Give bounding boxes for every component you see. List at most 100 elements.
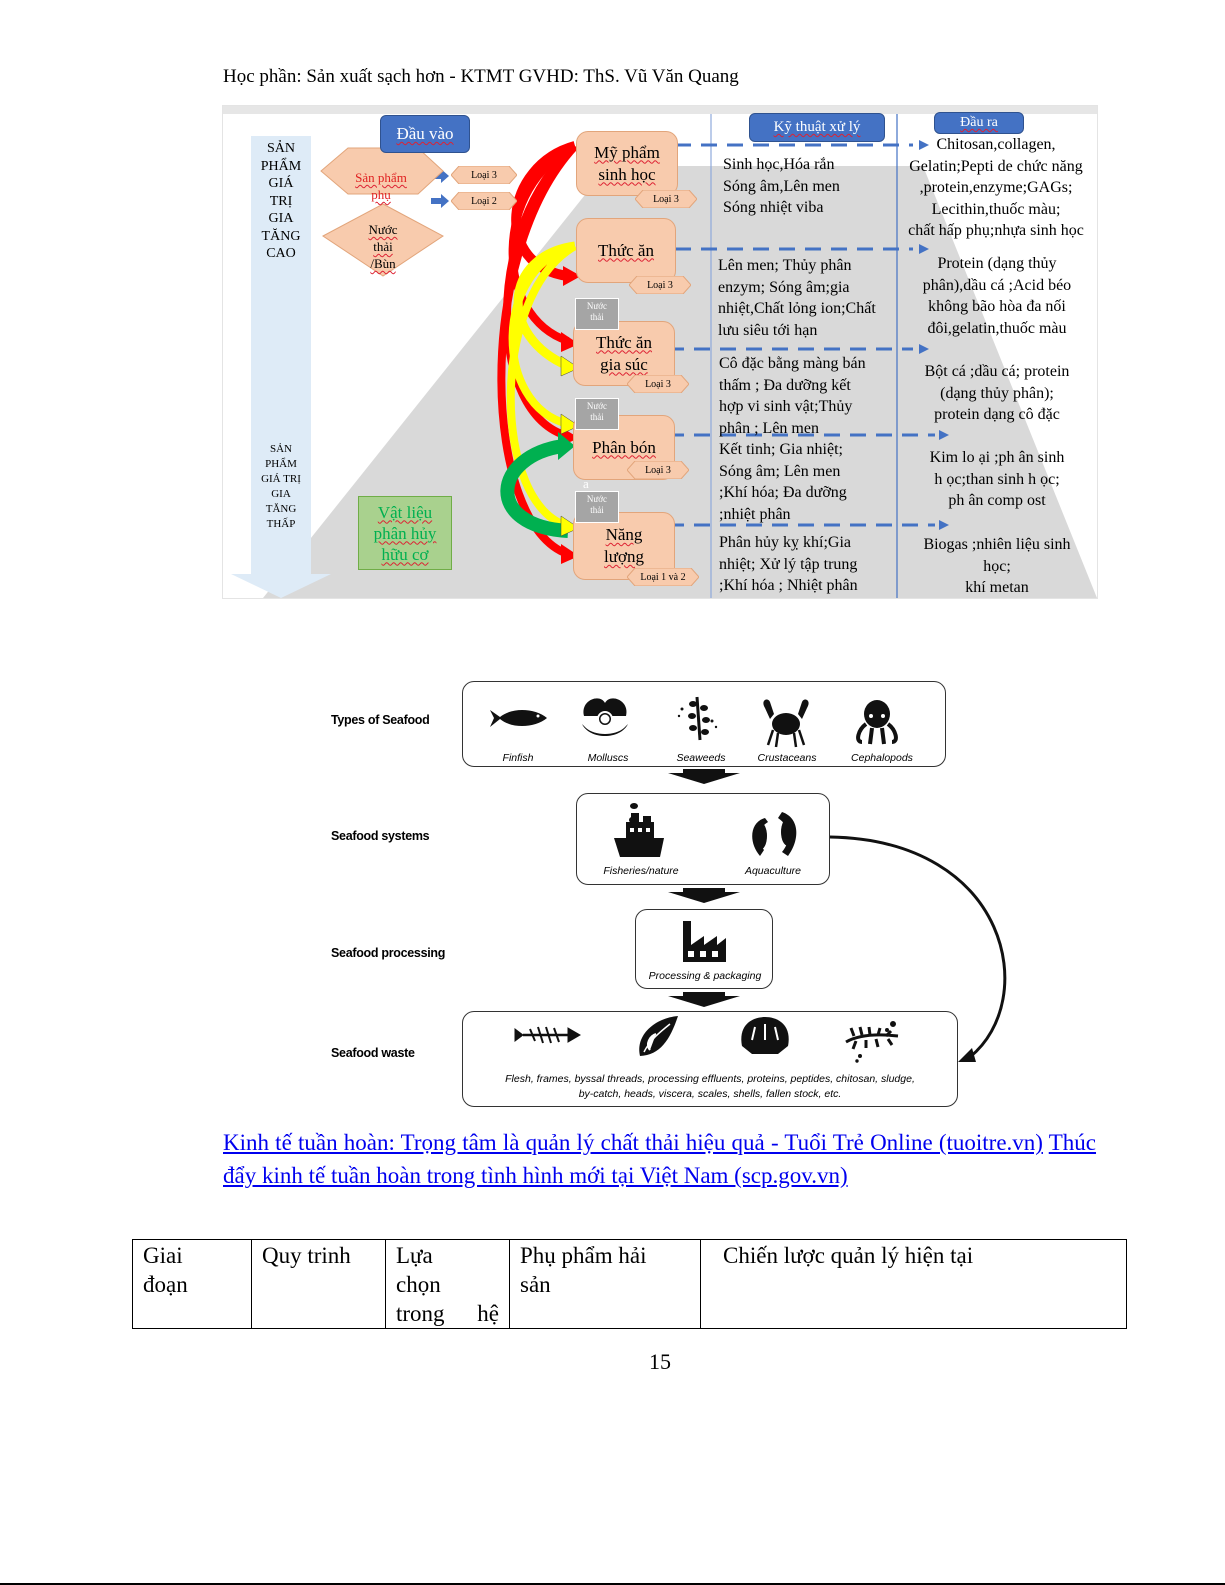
header-cell-selection: Lựa chọn trong hệ bbox=[385, 1239, 510, 1329]
yellow-arrowhead-2 bbox=[560, 413, 580, 435]
header-cell-stage: Giai đoạn bbox=[132, 1239, 252, 1329]
output-text-4: Kim lo ại ;ph ân sinh h ọc;than sinh h ọ… bbox=[929, 449, 1065, 509]
figure-top-band bbox=[223, 106, 1097, 114]
header-cell-process: Quy trinh bbox=[251, 1239, 386, 1329]
green-arrowhead bbox=[558, 432, 575, 460]
seaweed-bubbles-icon bbox=[845, 1021, 899, 1063]
input-header: Đầu vào bbox=[380, 115, 470, 153]
byproduct-valorization-diagram: Đầu vào Kỹ thuật xử lý Đầu ra SẢN PHẨM G… bbox=[222, 105, 1098, 599]
link-tuoitre[interactable]: Kinh tế tuần hoàn: Trọng tâm là quản lý … bbox=[223, 1130, 1043, 1155]
caption-aquaculture: Aquaculture bbox=[744, 865, 802, 877]
row-label-systems: Seafood systems bbox=[331, 829, 430, 843]
waste-description: Flesh, frames, byssal threads, processin… bbox=[505, 1073, 915, 1100]
wastewater-sludge-label: Nước thải /Bùn bbox=[368, 222, 398, 271]
yellow-arrowhead-1 bbox=[560, 355, 580, 377]
product-box-feed: Thức ăn bbox=[576, 218, 676, 283]
down-arrow-3-stem bbox=[683, 992, 725, 997]
red-arrowhead-2 bbox=[561, 332, 579, 352]
header-cell-byproduct: Phụ phẩm hải sản bbox=[509, 1239, 701, 1329]
wastewater-tag-1: Nước thải bbox=[575, 298, 619, 330]
fish-bone-icon bbox=[514, 1026, 581, 1044]
caption-seaweeds: Seaweeds bbox=[676, 752, 726, 764]
wastewater-tag-2: Nước thải bbox=[575, 398, 619, 430]
row-label-waste: Seafood waste bbox=[331, 1046, 415, 1060]
product-grade-tag-4: Loại 3 bbox=[627, 461, 689, 479]
down-arrow-1 bbox=[668, 773, 740, 784]
caption-finfish: Finfish bbox=[502, 752, 534, 764]
input-grade-tag-1: Loại 3 bbox=[451, 166, 517, 184]
page-header: Học phần: Sản xuất sạch hơn - KTMT GVHD:… bbox=[223, 66, 739, 87]
down-arrow-2 bbox=[668, 892, 740, 903]
yellow-arrowhead-3 bbox=[560, 515, 580, 537]
wastewater-tag-3: Nước thải bbox=[575, 491, 619, 523]
table-header-row: Giai đoạn Quy trinh Lựa chọn trong hệ Ph… bbox=[132, 1239, 1127, 1329]
processing-box bbox=[635, 909, 773, 989]
fishing-boat-icon bbox=[614, 803, 664, 857]
red-arrowhead-4 bbox=[561, 544, 579, 564]
seaweed-icon bbox=[677, 696, 718, 741]
process-header: Kỹ thuật xử lý bbox=[749, 113, 885, 142]
caption-fisheries: Fisheries/nature bbox=[603, 865, 679, 877]
arrowhead-5 bbox=[939, 520, 949, 530]
technique-text-1: Sinh học,Hóa rắn Sóng âm,Lên men Sóng nh… bbox=[723, 156, 840, 216]
stray-character: a bbox=[583, 476, 589, 491]
arrowhead-4 bbox=[939, 430, 949, 440]
byproduct-label: Sản phẩm phụ bbox=[355, 170, 407, 202]
product-grade-tag-5: Loại 1 và 2 bbox=[627, 568, 699, 586]
output-text-3: Bột cá ;dầu cá; protein (dạng thủy phân)… bbox=[924, 363, 1070, 423]
technique-text-2: Lên men; Thủy phân enzym; Sóng âm;gia nh… bbox=[718, 257, 876, 339]
red-arrowhead-1 bbox=[563, 266, 581, 286]
arrowhead-1 bbox=[919, 140, 929, 150]
seafood-icons-and-arrows bbox=[490, 696, 1007, 1063]
wastewater-diamond bbox=[322, 203, 444, 277]
low-value-label: SẢN PHẨM GIÁ TRỊ GIA TĂNG THẤP bbox=[261, 443, 301, 530]
product-grade-tag-1: Loại 3 bbox=[635, 190, 697, 208]
output-text-2: Protein (dạng thủy phân),dầu cá ;Acid bé… bbox=[922, 255, 1072, 337]
caption-cephalopods: Cephalopods bbox=[851, 752, 913, 764]
green-curve-arrow bbox=[500, 439, 569, 538]
row-label-processing: Seafood processing bbox=[331, 946, 446, 960]
arrowhead-3 bbox=[919, 344, 929, 354]
byproduct-hexagon bbox=[320, 147, 444, 195]
output-header: Đầu ra bbox=[934, 112, 1024, 134]
octopus-icon bbox=[856, 700, 898, 745]
pearl-oyster-icon bbox=[582, 698, 628, 736]
product-grade-tag-3: Loại 3 bbox=[627, 375, 689, 393]
seafood-flow-diagram: Types of Seafood Seafood systems Seafood… bbox=[331, 681, 1007, 1107]
output-text-5: Biogas ;nhiên liệu sinh học; khí metan bbox=[923, 536, 1071, 596]
link-scp[interactable]: Thúc đẩy kinh tế tuần hoàn trong tình hì… bbox=[223, 1130, 1097, 1188]
management-strategy-table: Giai đoạn Quy trinh Lựa chọn trong hệ Ph… bbox=[132, 1239, 1127, 1329]
yellow-curve-arrow-3 bbox=[506, 242, 578, 530]
types-box bbox=[462, 681, 946, 767]
scallop-shell-icon bbox=[741, 1017, 789, 1054]
arrowhead-2 bbox=[919, 244, 929, 254]
product-box-biocosmetics: Mỹ phẩm sinh học bbox=[576, 131, 678, 196]
aquaculture-to-waste-arrowhead bbox=[958, 1048, 976, 1062]
organic-material-box: Vật liệu phân hủy hữu cơ bbox=[358, 496, 452, 570]
page-bottom-rule bbox=[0, 1583, 1225, 1585]
koi-fish-pair-icon bbox=[752, 812, 797, 856]
value-gradient-arrow bbox=[231, 136, 331, 598]
aquaculture-to-waste-arrow bbox=[829, 835, 1007, 1059]
yellow-curve-arrow-2 bbox=[508, 242, 577, 428]
crab-icon bbox=[763, 699, 809, 748]
caption-molluscs: Molluscs bbox=[587, 752, 629, 764]
fish-fillet-icon bbox=[639, 1016, 678, 1056]
caption-processing: Processing & packaging bbox=[648, 970, 762, 982]
product-grade-tag-2: Loại 3 bbox=[629, 276, 691, 294]
down-arrow-2-stem bbox=[683, 888, 725, 893]
input-arrow-1 bbox=[431, 169, 449, 183]
technique-text-3: Cô đặc bằng màng bán thấm ; Đa dưỡng kết… bbox=[719, 355, 866, 437]
header-cell-strategy: Chiến lược quản lý hiện tại bbox=[700, 1239, 1127, 1329]
reference-links: Kinh tế tuần hoàn: Trọng tâm là quản lý … bbox=[223, 1126, 1096, 1192]
caption-crustaceans: Crustaceans bbox=[757, 752, 817, 764]
technique-text-5: Phân hủy kỵ khí;Gia nhiệt; Xử lý tập tru… bbox=[719, 534, 858, 594]
input-grade-tag-2: Loại 2 bbox=[451, 192, 517, 210]
waste-box bbox=[462, 1011, 958, 1107]
down-arrow-3 bbox=[668, 996, 740, 1007]
down-arrow-1-stem bbox=[683, 769, 725, 774]
page-number: 15 bbox=[649, 1349, 671, 1374]
fish-icon bbox=[490, 709, 547, 727]
systems-box bbox=[576, 793, 830, 885]
input-arrow-2 bbox=[431, 194, 449, 208]
